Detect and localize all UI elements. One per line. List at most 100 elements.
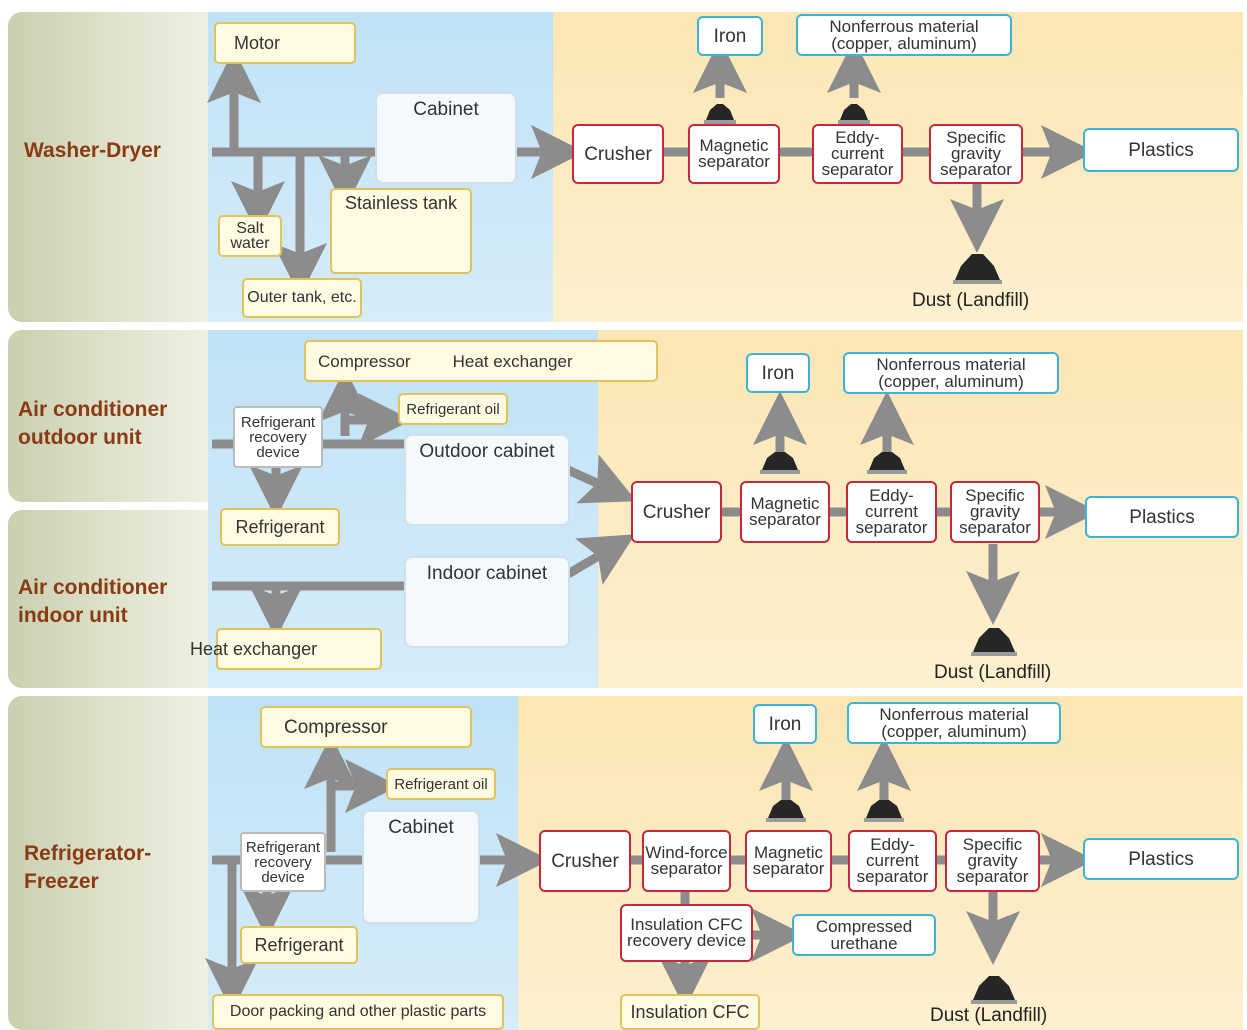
aircon-crusher: Crusher xyxy=(631,481,722,543)
aircon-indoor-label: Air conditioner indoor unit xyxy=(18,576,168,627)
fridge-refrigerant-oil-label: Refrigerant oil xyxy=(394,775,488,793)
aircon-plastics-output: Plastics xyxy=(1085,496,1239,538)
fridge-crusher: Crusher xyxy=(539,830,631,892)
aircon-eddy-label: Eddy-current separator xyxy=(855,485,928,538)
fridge-cabinet-box: Cabinet xyxy=(362,810,480,924)
salt-water-box: Salt water xyxy=(218,215,282,257)
nonferrous-pile-icon xyxy=(840,104,868,120)
fridge-plastics-output: Plastics xyxy=(1083,838,1239,880)
fridge-compressor-box: Compressor xyxy=(260,706,472,748)
washer-crusher: Crusher xyxy=(572,124,664,184)
door-packing-box: Door packing and other plastic parts xyxy=(212,994,504,1030)
aircon-outdoor-label: Air conditioner outdoor unit xyxy=(18,398,168,449)
heat-exchanger-label: Heat exchanger xyxy=(190,639,318,659)
aircon-gravity-separator: Specific gravity separator xyxy=(950,481,1040,543)
aircon-indoor-label-panel xyxy=(8,510,208,688)
fridge-eddy-label: Eddy-current separator xyxy=(856,834,929,887)
aircon-magnetic-separator: Magnetic separator xyxy=(740,481,830,543)
heat-exchanger-box: Heat exchanger xyxy=(190,628,382,670)
wind-force-label: Wind-force separator xyxy=(645,842,728,878)
fridge-recovery-device: Refrigerant recovery device xyxy=(240,832,326,892)
fridge-compressor-label: Compressor xyxy=(284,716,388,738)
insulation-cfc-label: Insulation CFC xyxy=(630,1002,750,1022)
compressed-urethane-label: Compressed urethane xyxy=(815,917,913,953)
aircon-plastics-label: Plastics xyxy=(1129,506,1195,528)
fridge-nonferrous-output: Nonferrous material (copper, aluminum) xyxy=(847,702,1061,744)
washer-cabinet-box: Cabinet xyxy=(375,92,517,184)
aircon-refrigerant-label: Refrigerant xyxy=(235,517,325,537)
washer-dust-label: Dust (Landfill) xyxy=(912,290,1030,311)
aircon-crusher-label: Crusher xyxy=(642,501,711,523)
compressor-heat-box: Compressor Heat exchanger xyxy=(304,340,658,382)
aircon-magnetic-label: Magnetic separator xyxy=(749,493,821,529)
outer-tank-box: Outer tank, etc. xyxy=(242,278,362,318)
insulation-device-label: Insulation CFC recovery device xyxy=(626,914,747,950)
nonferrous-pile-icon-3 xyxy=(866,800,902,818)
aircon-gravity-label: Specific gravity separator xyxy=(959,485,1031,538)
insulation-cfc-box: Insulation CFC xyxy=(620,994,760,1030)
dust-pile-icon-3 xyxy=(973,976,1015,1000)
aircon-iron-label: Iron xyxy=(761,362,795,384)
indoor-cabinet-box: Indoor cabinet xyxy=(404,556,570,648)
dust-pile-icon-2 xyxy=(973,628,1015,652)
outdoor-cabinet-label: Outdoor cabinet xyxy=(419,441,555,462)
fridge-magnetic-label: Magnetic separator xyxy=(752,842,825,878)
fridge-refrigerant-label: Refrigerant xyxy=(254,935,344,955)
aircon-eddy-separator: Eddy-current separator xyxy=(846,481,937,543)
fridge-iron-output: Iron xyxy=(753,704,817,744)
indoor-cabinet-label: Indoor cabinet xyxy=(426,563,548,584)
fridge-magnetic-separator: Magnetic separator xyxy=(745,830,832,892)
stainless-tank-label: Stainless tank xyxy=(344,193,458,213)
wind-force-separator: Wind-force separator xyxy=(642,830,731,892)
aircon-nonferrous-output: Nonferrous material (copper, aluminum) xyxy=(843,352,1059,394)
iron-pile-icon-2 xyxy=(762,452,798,470)
fridge-dust-label: Dust (Landfill) xyxy=(930,1005,1048,1026)
aircon-refrigerant-box: Refrigerant xyxy=(220,508,340,546)
fridge-gravity-label: Specific gravity separator xyxy=(956,834,1029,887)
door-packing-label: Door packing and other plastic parts xyxy=(229,1003,487,1020)
aircon-outdoor-label-panel xyxy=(8,330,208,502)
fridge-freezer-label: Refrigerator-Freezer xyxy=(24,842,152,893)
fridge-nonferrous-label: Nonferrous material (copper, aluminum) xyxy=(879,705,1029,741)
washer-nonferrous-output: Nonferrous material (copper, aluminum) xyxy=(796,14,1012,56)
washer-eddy-separator: Eddy-current separator xyxy=(812,124,903,184)
washer-iron-output: Iron xyxy=(697,16,763,56)
fridge-refrigerant-oil-box: Refrigerant oil xyxy=(386,768,496,800)
fridge-plastics-label: Plastics xyxy=(1128,848,1194,870)
outdoor-cabinet-box: Outdoor cabinet xyxy=(404,434,570,526)
motor-box: Motor xyxy=(214,22,356,64)
fridge-recovery-label: Refrigerant recovery device xyxy=(245,838,321,886)
aircon-dust-label: Dust (Landfill) xyxy=(934,662,1052,683)
salt-water-label: Salt water xyxy=(230,219,270,252)
compressed-urethane-output: Compressed urethane xyxy=(792,914,936,956)
washer-eddy-label: Eddy-current separator xyxy=(821,127,894,180)
fridge-crusher-label: Crusher xyxy=(551,850,619,872)
aircon-refrigerant-oil-box: Refrigerant oil xyxy=(398,393,508,425)
washer-cabinet-label: Cabinet xyxy=(413,99,479,120)
washer-gravity-label: Specific gravity separator xyxy=(940,127,1012,180)
fridge-refrigerant-box: Refrigerant xyxy=(240,926,358,964)
fridge-gravity-separator: Specific gravity separator xyxy=(945,830,1040,892)
fridge-cabinet-label: Cabinet xyxy=(388,817,454,838)
washer-plastics-output: Plastics xyxy=(1083,128,1239,172)
dust-pile-icon xyxy=(955,254,1000,280)
washer-magnetic-separator: Magnetic separator xyxy=(688,124,780,184)
insulation-cfc-recovery-device: Insulation CFC recovery device xyxy=(620,904,753,962)
washer-crusher-label: Crusher xyxy=(584,143,652,165)
aircon-compressor-label: Compressor xyxy=(318,351,411,371)
motor-label: Motor xyxy=(234,33,281,53)
nonferrous-pile-icon-2 xyxy=(869,452,905,470)
aircon-recovery-device: Refrigerant recovery device xyxy=(233,406,323,468)
aircon-heat-exchanger-top-label: Heat exchanger xyxy=(452,351,573,371)
aircon-iron-output: Iron xyxy=(746,353,810,393)
fridge-iron-label: Iron xyxy=(768,713,802,735)
fridge-label-panel xyxy=(8,696,208,1030)
washer-magnetic-label: Magnetic separator xyxy=(698,135,770,171)
aircon-nonferrous-label: Nonferrous material (copper, aluminum) xyxy=(876,355,1026,391)
iron-pile-icon xyxy=(706,104,734,120)
fridge-eddy-separator: Eddy-current separator xyxy=(848,830,937,892)
iron-pile-icon-3 xyxy=(768,800,804,818)
stainless-tank-box: Stainless tank xyxy=(330,188,472,274)
outer-tank-label: Outer tank, etc. xyxy=(247,289,357,307)
